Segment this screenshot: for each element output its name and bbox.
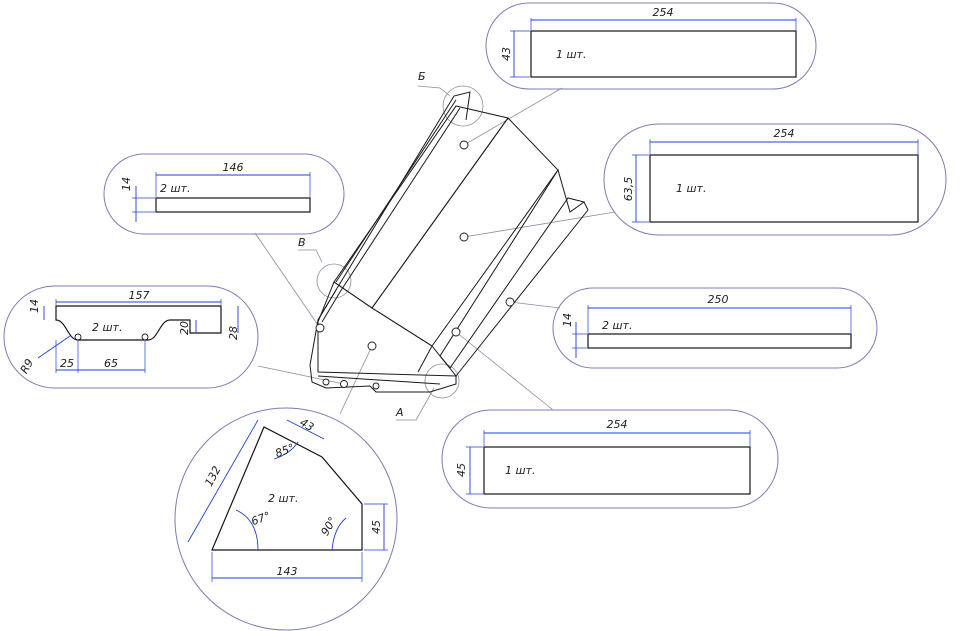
bottom-plate-height: 45 [455, 463, 468, 477]
part-strip-250: 250 14 2 шт. [552, 287, 878, 369]
bubble-bottom-plate [441, 409, 779, 509]
right-plate-iso [371, 117, 559, 347]
hole-strip-250 [505, 297, 515, 307]
side-plate-angle-top-arc [273, 441, 299, 460]
leader-lines [254, 85, 616, 421]
bubble-strip-250 [552, 287, 878, 369]
callout-v-circle [316, 263, 352, 299]
strip-146-height: 14 [120, 177, 133, 191]
top-plate-height: 43 [500, 47, 513, 61]
bracket-hole-left [74, 333, 82, 341]
bracket-radius-leader [37, 335, 71, 359]
leader-bracket [257, 365, 345, 385]
top-plate-rect [530, 30, 797, 78]
hole-bottom-plate [451, 327, 461, 337]
right-plate-height: 63,5 [622, 177, 635, 202]
part-side-plate: 43 132 143 45 85° 67° 90° 2 шт. [174, 407, 398, 631]
right-plate-length: 254 [774, 127, 795, 140]
callout-a-circle [424, 363, 460, 399]
strip-250-length: 250 [708, 293, 729, 306]
callout-b-circle [442, 85, 484, 127]
hole-bracket [340, 380, 348, 388]
bracket-hole-right [141, 333, 149, 341]
hole-strip-146 [315, 323, 325, 333]
bubble-top-plate [485, 2, 817, 90]
part-right-plate: 254 63,5 1 шт. [603, 123, 947, 236]
bracket-iso [309, 364, 457, 393]
bubble-side-plate [174, 407, 398, 631]
side-plate-outline [211, 426, 363, 551]
leader-right-plate [463, 211, 616, 238]
strip-250-rect [587, 333, 852, 349]
bottom-plate-rect [483, 446, 751, 495]
side-plate-right: 45 [370, 520, 383, 534]
bracket-spacing: 65 [104, 357, 118, 370]
bottom-plate-iso [317, 281, 458, 377]
leader-top-plate [463, 87, 563, 146]
side-plate-top-dim [286, 419, 325, 440]
bubble-strip-146 [103, 153, 345, 235]
top-plate-iso [333, 105, 509, 309]
callout-a-leader [396, 387, 435, 421]
callout-v-label: В [298, 236, 306, 249]
strip-250-qty: 2 шт. [602, 319, 632, 332]
leader-side-plate [339, 345, 373, 415]
side-plate-bottom: 143 [277, 565, 298, 578]
hole-right-plate [459, 232, 469, 242]
callout-v-leader [298, 249, 323, 263]
callout-circles [316, 85, 484, 399]
bottom-plate-qty: 1 шт. [505, 464, 535, 477]
leader-strip-146 [254, 232, 321, 329]
side-plate-top: 43 [297, 416, 316, 434]
bracket-outline [55, 305, 222, 341]
part-bottom-plate: 254 45 1 шт. [441, 409, 779, 509]
side-plate-angle-right: 90° [318, 515, 339, 538]
hole-top-plate [459, 140, 469, 150]
strip-250-iso [439, 168, 586, 369]
strip-146-rect [155, 197, 311, 213]
part-strip-146: 146 14 2 шт. [103, 153, 345, 235]
callout-b-leader [417, 85, 451, 97]
bracket-step: 20 [178, 321, 191, 335]
side-plate-angle-right-arc [331, 517, 347, 551]
bracket-length: 157 [129, 289, 150, 302]
strip-250-height: 14 [561, 313, 574, 327]
leader-bottom-plate [455, 331, 554, 411]
bracket-radius: R9 [18, 357, 37, 376]
top-plate-qty: 1 шт. [556, 48, 586, 61]
bracket-qty: 2 шт. [92, 321, 122, 334]
strip-146-qty: 2 шт. [160, 182, 190, 195]
leader-strip-250 [509, 301, 561, 309]
hole-side-plate [367, 341, 377, 351]
part-bracket: 157 14 28 20 R9 25 65 2 шт. [3, 285, 259, 389]
side-plate-angle-left-arc [235, 509, 259, 551]
right-plate-qty: 1 шт. [676, 182, 706, 195]
part-top-plate: 254 43 1 шт. [485, 2, 817, 90]
side-plate-angle-top: 85° [273, 441, 296, 460]
bubble-bracket [3, 285, 259, 389]
bottom-plate-length: 254 [607, 418, 628, 431]
side-plate-qty: 2 шт. [268, 492, 298, 505]
right-plate-rect [649, 154, 919, 223]
callout-a-label: А [395, 406, 404, 419]
side-plate-angle-left: 67° [249, 509, 272, 528]
bracket-offset: 25 [60, 357, 74, 370]
top-plate-length: 254 [653, 6, 674, 19]
assembly-isometric [309, 91, 589, 393]
strip-146-length: 146 [223, 161, 244, 174]
side-plate-left-dim [187, 419, 259, 543]
callout-b-label: Б [418, 70, 426, 83]
bracket-height-right: 28 [227, 326, 240, 340]
side-plate-left-outline [309, 91, 471, 366]
bracket-height-left: 14 [28, 299, 41, 313]
bubble-right-plate [603, 123, 947, 236]
